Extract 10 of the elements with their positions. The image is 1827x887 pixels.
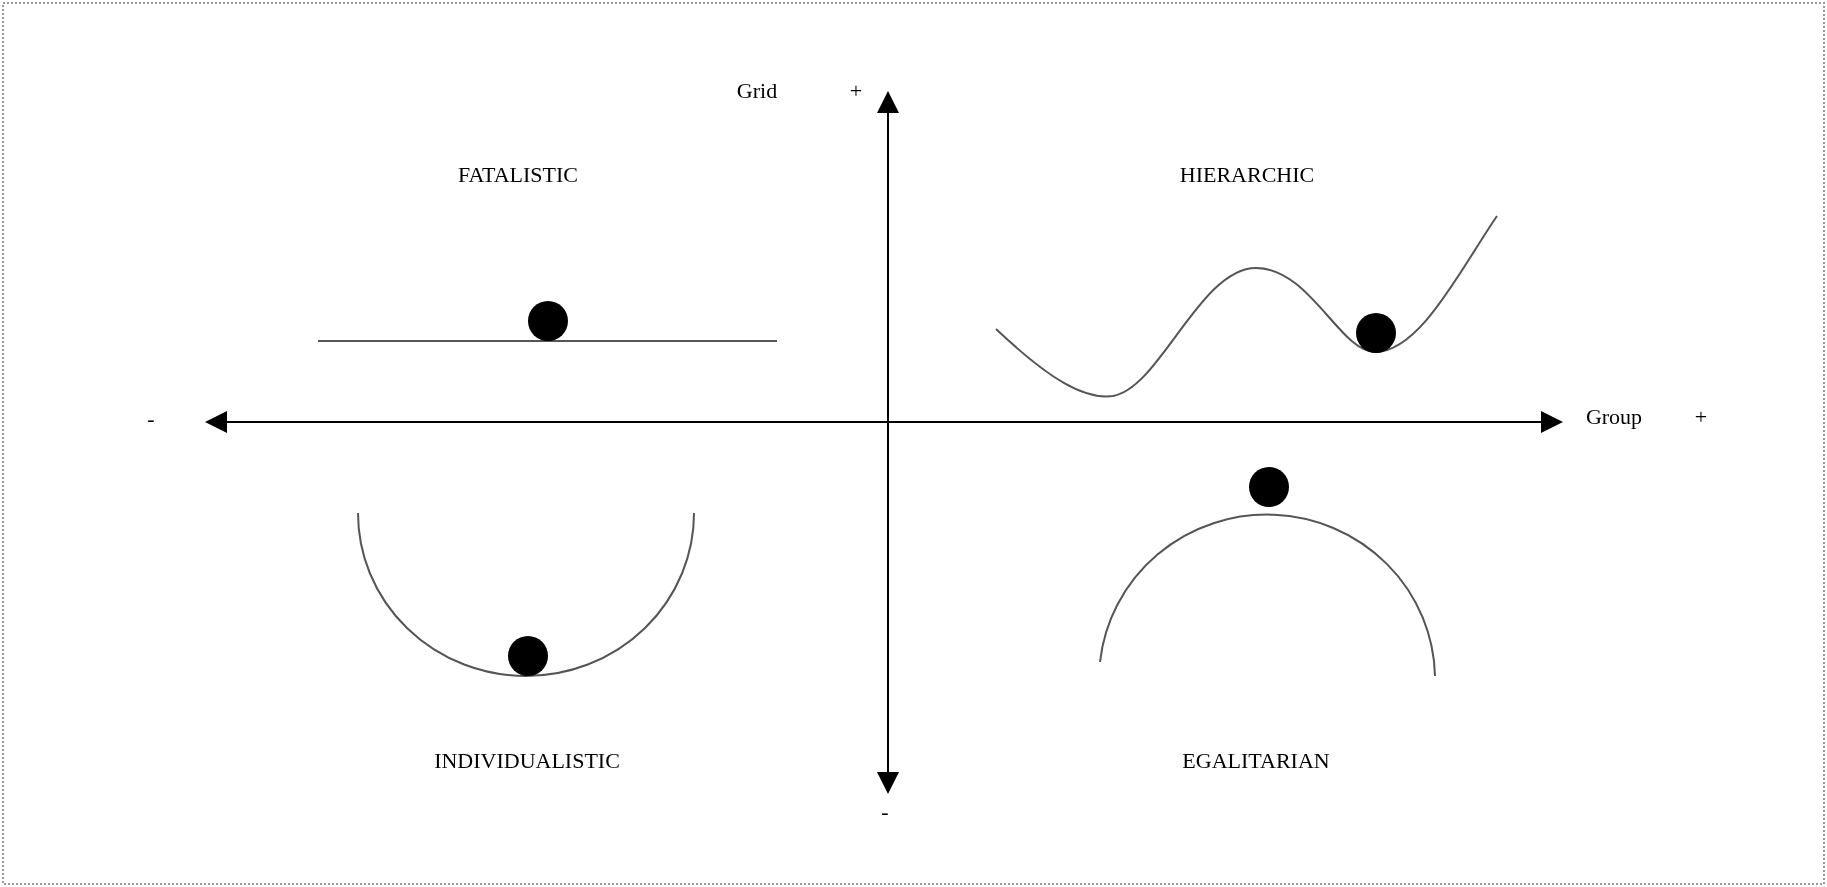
axis-sign: + — [1694, 404, 1708, 430]
axis-sign: - — [881, 799, 889, 825]
quadrant-label: HIERARCHIC — [1179, 162, 1315, 188]
quadrant-label: INDIVIDUALISTIC — [434, 748, 620, 774]
quadrant-label: EGALITARIAN — [1182, 748, 1330, 774]
axis-sign: + — [849, 78, 863, 104]
axis-label: Grid — [736, 78, 778, 104]
axis-sign: - — [147, 406, 155, 432]
quadrant-label: FATALISTIC — [457, 162, 579, 188]
axis-label: Group — [1585, 404, 1643, 430]
